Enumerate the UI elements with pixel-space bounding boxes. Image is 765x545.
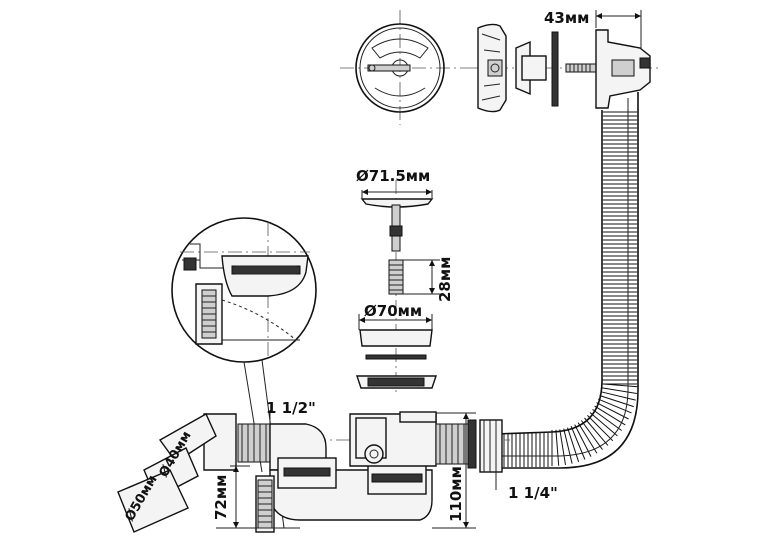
cap-diameter-label: Ø71.5мм: [356, 167, 430, 185]
total-height-dimension: 110мм: [432, 412, 476, 529]
detail-magnifier: [171, 217, 317, 363]
overflow-depth-label: 43мм: [544, 9, 589, 27]
trap-height-dimension: 72мм: [212, 465, 300, 529]
screw-length-label: 28мм: [436, 257, 454, 302]
corrugated-hose: [494, 92, 639, 469]
plug-cap: Ø71.5мм: [356, 167, 434, 395]
overflow-cap-front-view: [340, 10, 470, 125]
thread-inlet-label: 1 1/2": [266, 399, 316, 417]
plug-screw: 28мм: [388, 257, 454, 302]
drain-diameter-label: Ø70мм: [364, 302, 422, 320]
overflow-assembly-side-view: 43мм: [470, 9, 660, 113]
total-height-label: 110мм: [447, 466, 465, 522]
siphon-body: Ø40мм Ø50мм: [117, 411, 510, 533]
trap-height-label: 72мм: [212, 475, 230, 520]
drain-grille: Ø70мм: [356, 302, 437, 389]
thread-outlet-label: 1 1/4": [508, 484, 558, 502]
